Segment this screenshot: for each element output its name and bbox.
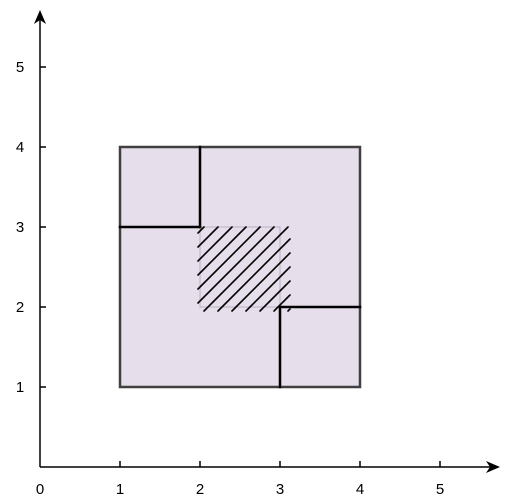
hatch-stroke <box>197 226 205 234</box>
hatched-square-outline <box>199 226 281 308</box>
x-axis-arrowhead <box>486 461 500 473</box>
hatch-stroke <box>197 226 247 276</box>
hatch-stroke <box>203 226 289 312</box>
y-tick-label: 1 <box>16 379 24 396</box>
y-tick-label: 4 <box>16 139 24 156</box>
hatch-stroke <box>197 226 261 290</box>
x-tick-label: 2 <box>196 481 204 498</box>
hatch-stroke <box>197 226 219 248</box>
x-tick-label: 0 <box>36 481 44 498</box>
hatch-stroke <box>197 226 233 262</box>
y-axis-arrowhead <box>34 10 46 24</box>
y-tick-label: 5 <box>16 59 24 76</box>
hatch-pattern <box>197 226 291 312</box>
outer-square <box>118 145 362 389</box>
hatch-stroke <box>287 308 291 312</box>
hatch-stroke <box>245 266 291 312</box>
y-tick-label: 3 <box>16 219 24 236</box>
x-tick-label: 5 <box>436 481 444 498</box>
x-tick-label: 4 <box>356 481 364 498</box>
x-tick-label: 1 <box>116 481 124 498</box>
hatch-stroke <box>273 294 291 312</box>
hatch-stroke <box>197 226 275 304</box>
hatch-stroke <box>259 280 291 312</box>
x-tick-label: 3 <box>276 481 284 498</box>
hatch-stroke <box>217 238 291 312</box>
hatch-stroke <box>231 252 291 312</box>
y-tick-label: 2 <box>16 299 24 316</box>
